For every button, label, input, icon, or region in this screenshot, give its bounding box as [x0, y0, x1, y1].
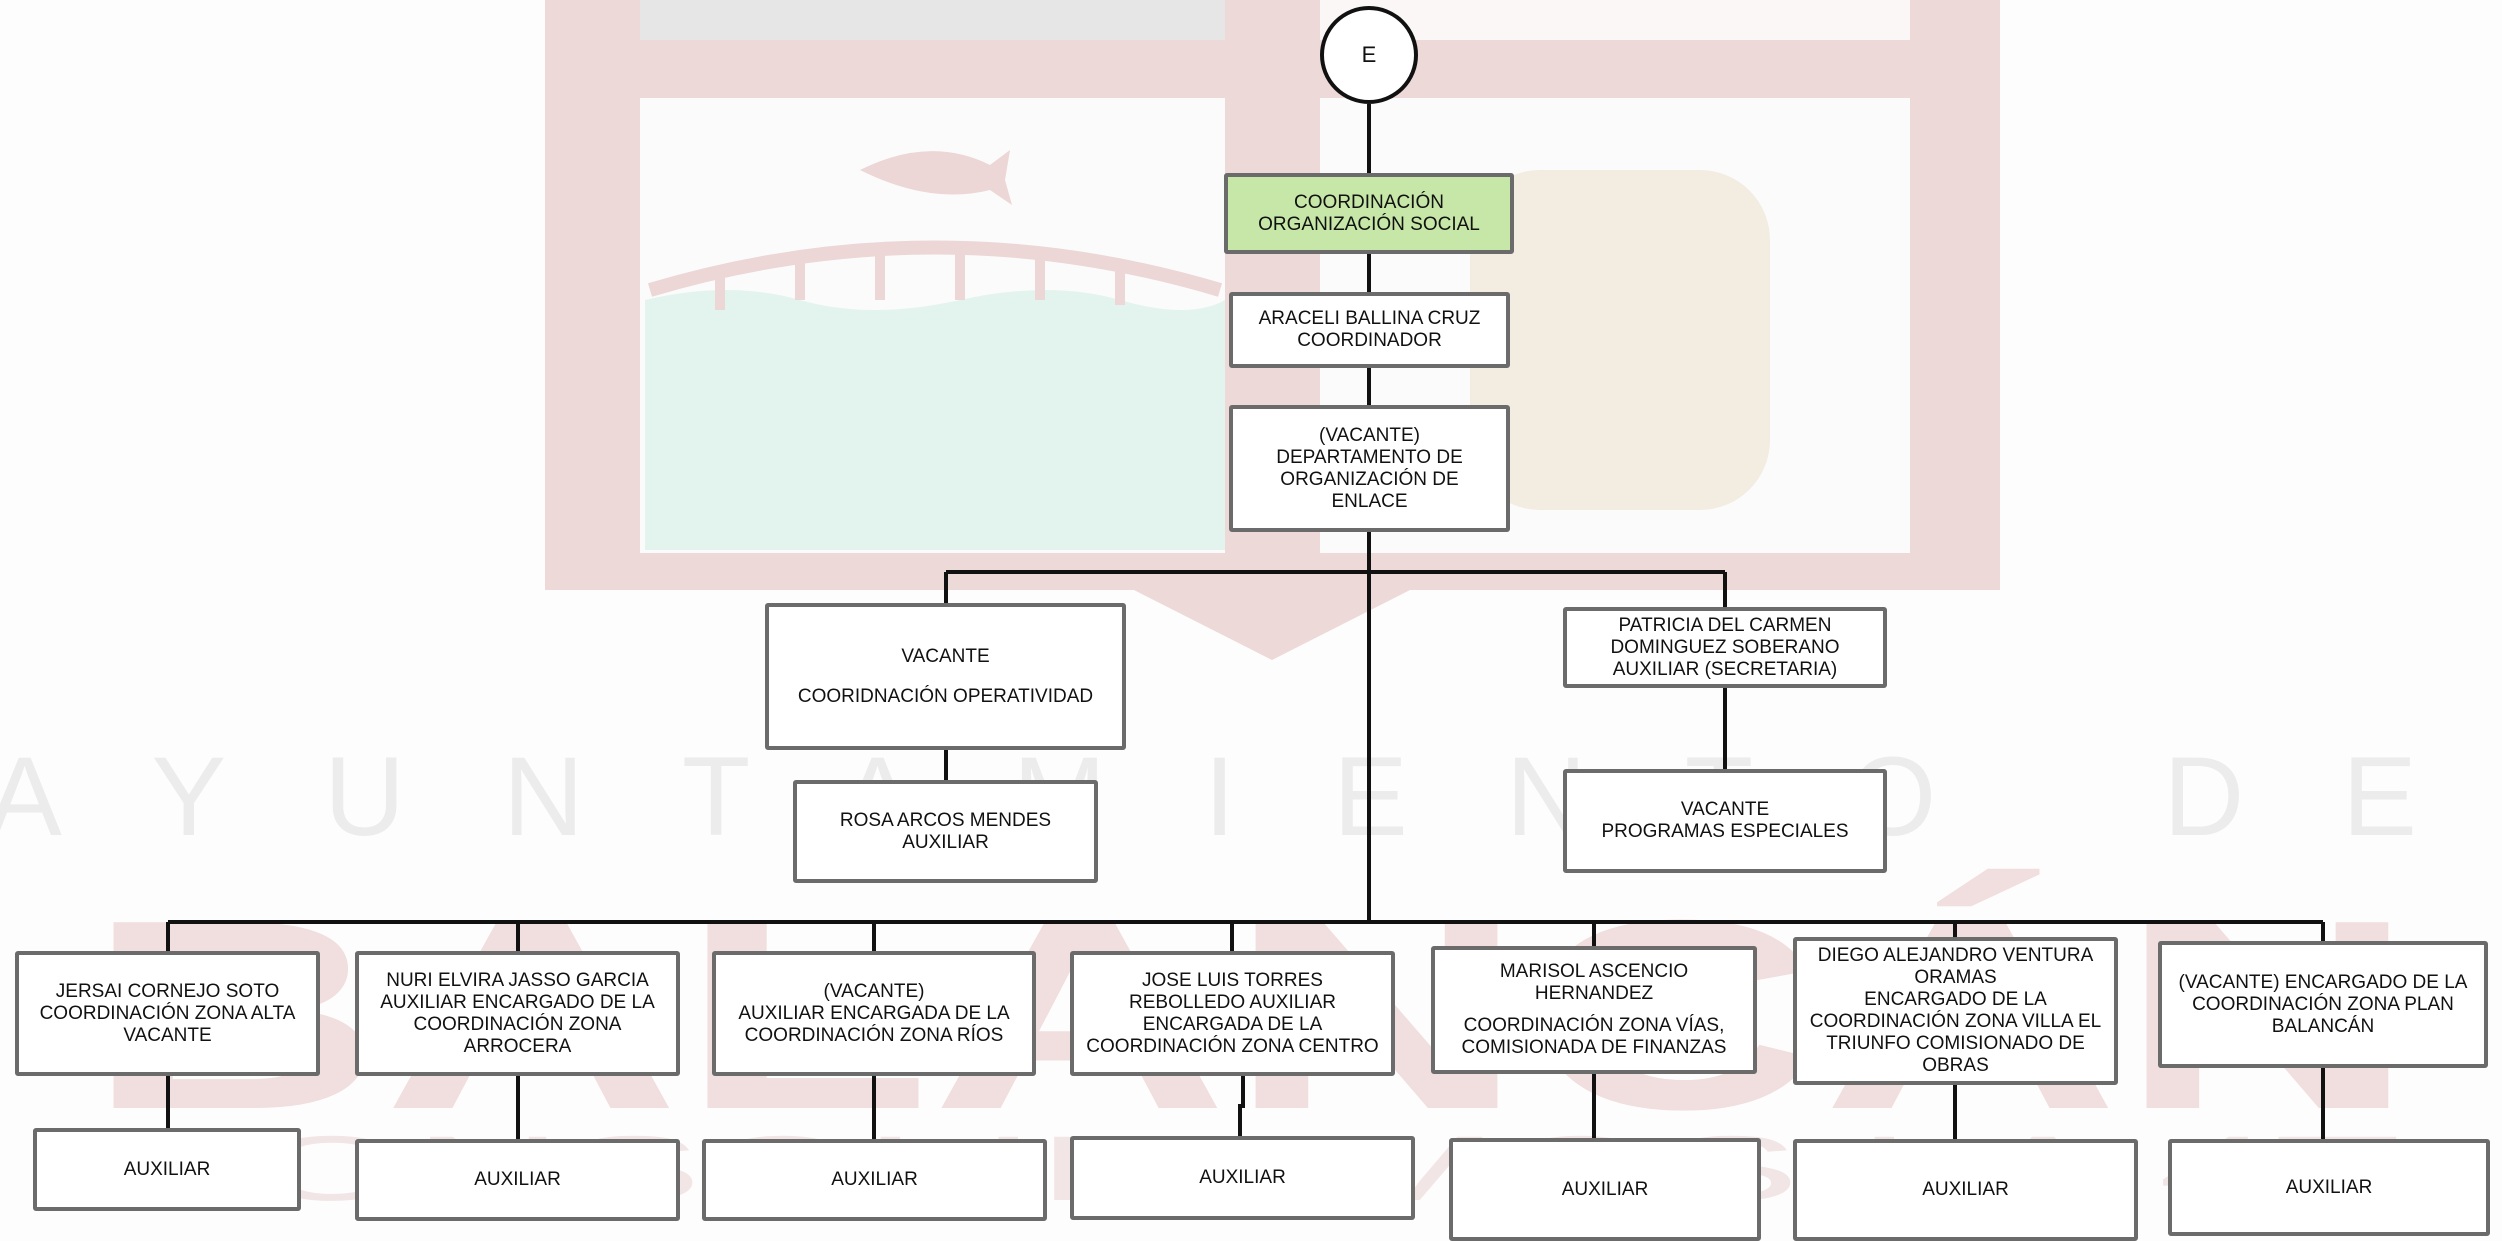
zona-centro-box: JOSE LUIS TORRES REBOLLEDO AUXILIAR ENCA…	[1070, 951, 1395, 1076]
coordinacion-organizacion-social-box: COORDINACIÓN ORGANIZACIÓN SOCIAL	[1224, 173, 1514, 254]
patricia-text: PATRICIA DEL CARMEN DOMINGUEZ SOBERANO A…	[1610, 614, 1840, 680]
auxiliar-zona-villa-label: AUXILIAR	[1922, 1179, 2009, 1200]
figure-relief-icon	[1470, 170, 1770, 510]
zona-villa-el-triunfo-box: DIEGO ALEJANDRO VENTURA ORAMAS ENCARGADO…	[1793, 937, 2118, 1085]
auxiliar-zona-arrocera-box: AUXILIAR	[355, 1139, 680, 1221]
operatividad-line-2: COORIDNACIÓN OPERATIVIDAD	[797, 685, 1094, 707]
water-waves	[645, 290, 1225, 550]
zona-rios-line-2: AUXILIAR ENCARGADA DE LA COORDINACIÓN ZO…	[738, 1002, 1010, 1046]
zona-rios-line-1: (VACANTE)	[823, 980, 925, 1002]
zona-villa-line-1: DIEGO ALEJANDRO VENTURA ORAMAS	[1817, 945, 2094, 988]
coordinacion-operatividad-box: VACANTE COORIDNACIÓN OPERATIVIDAD	[765, 603, 1126, 750]
zona-vias-box: MARISOL ASCENCIO HERNANDEZ COORDINACIÓN …	[1431, 946, 1757, 1074]
zona-vias-line-2: COORDINACIÓN ZONA VÍAS, COMISIONADA DE F…	[1461, 1015, 1727, 1058]
auxiliar-zona-centro-label: AUXILIAR	[1199, 1167, 1286, 1188]
auxiliar-zona-centro-box: AUXILIAR	[1070, 1136, 1415, 1220]
coordinador-name: ARACELI BALLINA CRUZ	[1258, 308, 1481, 329]
programas-especiales-box: VACANTE PROGRAMAS ESPECIALES	[1563, 769, 1887, 873]
auxiliar-zona-plan-box: AUXILIAR	[2168, 1139, 2490, 1236]
zona-arrocera-box: NURI ELVIRA JASSO GARCIA AUXILIAR ENCARG…	[355, 951, 680, 1076]
programas-line-2: PROGRAMAS ESPECIALES	[1601, 821, 1849, 842]
shield-panel-top-right	[1320, 0, 1910, 40]
zona-plan-balancan-box: (VACANTE) ENCARGADO DE LA COORDINACIÓN Z…	[2158, 941, 2488, 1068]
programas-line-1: VACANTE	[1680, 799, 1770, 820]
departamento-enlace-box: (VACANTE) DEPARTAMENTO DE ORGANIZACIÓN D…	[1229, 405, 1510, 532]
bridge-arch	[648, 240, 1222, 297]
zona-centro-text: JOSE LUIS TORRES REBOLLEDO AUXILIAR ENCA…	[1086, 969, 1379, 1057]
rosa-arcos-box: ROSA ARCOS MENDES AUXILIAR	[793, 780, 1098, 883]
shield-panel-top-left	[640, 0, 1225, 40]
zona-vias-line-1: MARISOL ASCENCIO HERNANDEZ	[1499, 961, 1689, 1004]
fish-icon	[860, 150, 1012, 205]
auxiliar-zona-alta-label: AUXILIAR	[123, 1158, 211, 1180]
rosa-name: ROSA ARCOS MENDES	[839, 809, 1052, 831]
auxiliar-zona-rios-label: AUXILIAR	[831, 1169, 918, 1190]
auxiliar-zona-vias-box: AUXILIAR	[1449, 1138, 1761, 1241]
departamento-text: (VACANTE) DEPARTAMENTO DE ORGANIZACIÓN D…	[1276, 424, 1463, 512]
auxiliar-zona-villa-box: AUXILIAR	[1793, 1139, 2138, 1241]
zona-villa-line-2: ENCARGADO DE LA COORDINACIÓN ZONA VILLA …	[1809, 989, 2102, 1076]
rosa-role: AUXILIAR	[902, 831, 989, 853]
auxiliar-zona-plan-label: AUXILIAR	[2285, 1176, 2373, 1198]
coordinador-role: COORDINADOR	[1297, 330, 1442, 351]
bridge-pillars	[715, 250, 1125, 310]
coordinador-box: ARACELI BALLINA CRUZ COORDINADOR	[1229, 292, 1510, 368]
zona-plan-text: (VACANTE) ENCARGADO DE LA COORDINACIÓN Z…	[2178, 971, 2468, 1037]
auxiliar-zona-alta-box: AUXILIAR	[33, 1128, 301, 1211]
patricia-secretaria-box: PATRICIA DEL CARMEN DOMINGUEZ SOBERANO A…	[1563, 607, 1887, 688]
zona-arrocera-text: NURI ELVIRA JASSO GARCIA AUXILIAR ENCARG…	[380, 969, 655, 1057]
root-node-e: E	[1320, 6, 1418, 104]
watermark-title: AYUNTAMIENTO DE	[0, 734, 2502, 859]
coordinacion-line-2: ORGANIZACIÓN SOCIAL	[1258, 213, 1480, 235]
zona-alta-text: JERSAI CORNEJO SOTO COORDINACIÓN ZONA AL…	[39, 980, 296, 1046]
auxiliar-zona-vias-label: AUXILIAR	[1561, 1178, 1649, 1200]
zona-alta-box: JERSAI CORNEJO SOTO COORDINACIÓN ZONA AL…	[15, 951, 320, 1076]
auxiliar-zona-arrocera-label: AUXILIAR	[474, 1169, 561, 1190]
root-label: E	[1361, 42, 1377, 67]
operatividad-line-1: VACANTE	[901, 645, 990, 667]
coordinacion-line-1: COORDINACIÓN	[1294, 191, 1444, 213]
zona-rios-box: (VACANTE) AUXILIAR ENCARGADA DE LA COORD…	[712, 951, 1036, 1076]
auxiliar-zona-rios-box: AUXILIAR	[702, 1139, 1047, 1221]
connector-zona-4-aux	[1238, 1076, 1245, 1136]
